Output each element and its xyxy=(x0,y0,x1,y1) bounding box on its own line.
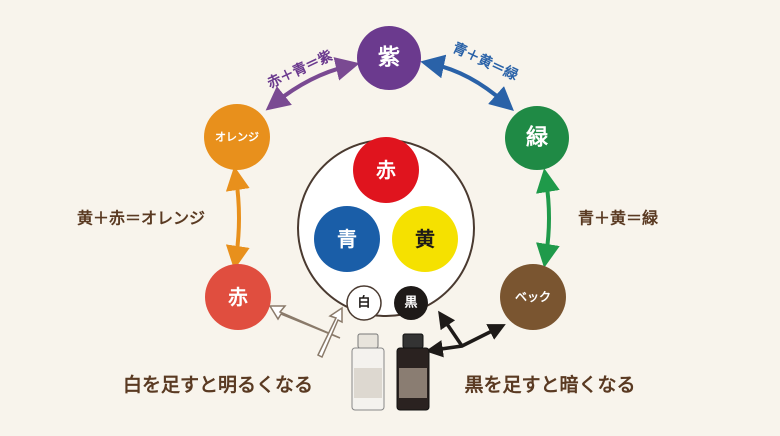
black-dot: 黒 xyxy=(394,286,428,320)
primary-yellow: 黄 xyxy=(392,206,458,272)
primary-blue: 青 xyxy=(314,206,380,272)
primary-red: 赤 xyxy=(353,137,419,203)
svg-text:紫: 紫 xyxy=(378,45,400,71)
arrow-purple-green xyxy=(420,54,514,111)
black-paint-tube-icon xyxy=(396,333,430,411)
caption-add-white: 白を足すと明るくなる xyxy=(123,373,313,396)
node-orange: オレンジ xyxy=(204,104,270,170)
white-arrows xyxy=(268,305,343,359)
svg-text:白: 白 xyxy=(357,295,370,311)
svg-text:オレンジ: オレンジ xyxy=(215,131,259,144)
white-paint-tube-icon xyxy=(351,333,385,411)
svg-text:赤: 赤 xyxy=(228,285,248,309)
svg-text:黒: 黒 xyxy=(404,295,417,311)
white-dot: 白 xyxy=(346,285,382,321)
node-red: 赤 xyxy=(205,264,271,330)
node-purple: 紫 xyxy=(357,26,421,90)
arrow-orange-red xyxy=(225,166,250,270)
arrow-orange-purple xyxy=(265,57,360,111)
label-blue-yellow-green-top: 青＋黄＝緑 xyxy=(450,39,522,84)
caption-add-black: 黒を足すと暗くなる xyxy=(464,373,635,396)
node-green: 緑 xyxy=(505,106,569,170)
svg-text:ベック: ベック xyxy=(515,290,551,304)
svg-text:黄: 黄 xyxy=(415,227,435,251)
label-yellow-red-orange: 黄＋赤＝オレンジ xyxy=(77,209,205,228)
svg-text:赤: 赤 xyxy=(376,158,396,182)
arrow-green-brown xyxy=(536,168,560,268)
svg-text:緑: 緑 xyxy=(526,125,549,151)
label-blue-yellow-green: 青＋黄＝緑 xyxy=(578,209,659,228)
black-arrows xyxy=(425,310,506,358)
svg-text:青: 青 xyxy=(337,227,357,251)
node-brown: ベック xyxy=(500,264,566,330)
